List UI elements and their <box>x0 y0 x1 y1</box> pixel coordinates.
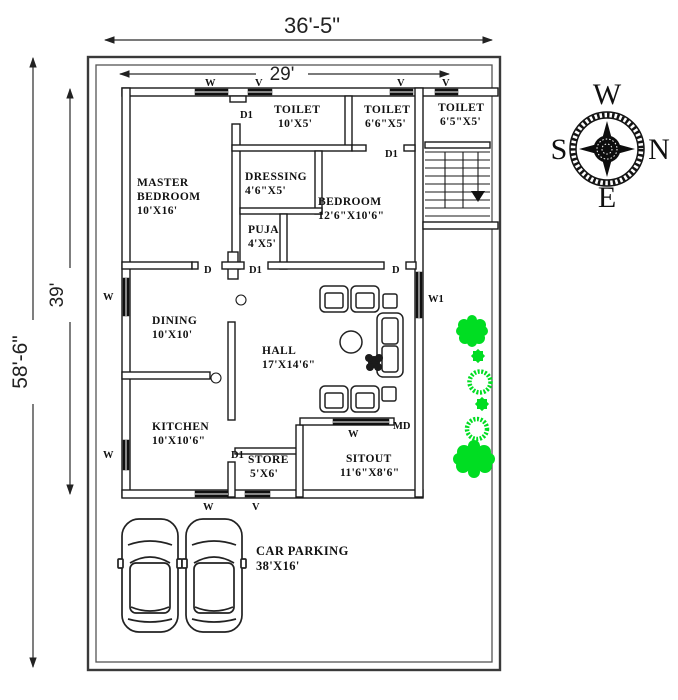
sitout-size: 11'6"X8'6" <box>340 467 400 479</box>
room-label-kitchen: KITCHEN 10'X10'6" <box>152 421 209 447</box>
store-size: 5'X6' <box>250 468 278 480</box>
room-label-store: STORE 5'X6' <box>248 454 289 480</box>
door1-label-bedroom: D1 <box>385 149 398 160</box>
ventilator-label-top: V <box>397 78 405 89</box>
house-height-dimension: 39' <box>47 283 68 308</box>
toilet3-size: 6'5"X5' <box>440 116 481 128</box>
window1-label: W1 <box>428 294 444 305</box>
window-label-bottom: W <box>203 502 214 513</box>
door1-label-store: D1 <box>231 450 244 461</box>
master-bedroom-size: 10'X16' <box>137 205 178 217</box>
window-label-top: W <box>205 78 216 89</box>
room-label-car-parking: CAR PARKING 38'X16' <box>256 544 349 573</box>
garden-plants <box>453 315 495 478</box>
door1-label-puja: D1 <box>249 265 262 276</box>
column-marker <box>235 294 247 306</box>
kitchen-size: 10'X10'6" <box>152 435 205 447</box>
column-marker <box>210 372 222 384</box>
house-width-dimension: 29' <box>270 64 295 85</box>
door-label-master: D <box>204 265 212 276</box>
dimension-lines: 36'-5" 29' 58'-6" 39' <box>9 13 494 669</box>
hall-furniture <box>319 285 404 413</box>
parked-cars <box>117 518 247 633</box>
opening-labels: W V V V D1 D1 D D1 D W1 W W MD W D1 W V <box>103 78 450 513</box>
dressing-name: DRESSING <box>245 171 307 183</box>
room-label-toilet2: TOILET 6'6"X5' <box>364 104 410 130</box>
staircase <box>425 151 490 217</box>
indoor-plant <box>365 354 383 371</box>
master-bedroom-name-2: BEDROOM <box>137 191 201 203</box>
room-label-master-bedroom: MASTER BEDROOM 10'X16' <box>137 177 201 217</box>
door1-label-toilet1: D1 <box>240 110 253 121</box>
side-table <box>381 386 397 402</box>
car <box>117 518 183 633</box>
plot-boundary <box>86 55 502 672</box>
dressing-size: 4'6"X5' <box>245 185 286 197</box>
car <box>181 518 247 633</box>
plot-height-dimension: 58'-6" <box>9 335 32 389</box>
compass-south-label: S <box>551 133 568 166</box>
armchair <box>350 285 380 313</box>
room-label-sitout: SITOUT 11'6"X8'6" <box>340 453 400 479</box>
compass-west-label: W <box>593 78 622 111</box>
sofa <box>376 312 404 378</box>
bedroom-size: 12'6"X10'6" <box>318 210 384 222</box>
window-label-left-lower: W <box>103 450 114 461</box>
plot-width-dimension: 36'-5" <box>284 13 340 38</box>
bush <box>456 315 488 347</box>
master-bedroom-name-1: MASTER <box>137 177 189 189</box>
room-label-toilet1: TOILET 10'X5' <box>274 104 320 130</box>
shrub-star <box>470 348 486 364</box>
side-table <box>382 293 398 309</box>
ventilator-label-top: V <box>255 78 263 89</box>
bush <box>453 440 495 478</box>
dining-size: 10'X10' <box>152 329 193 341</box>
ring-plant <box>464 416 490 442</box>
main-door-label: MD <box>393 421 411 432</box>
bedroom-name: BEDROOM <box>318 196 382 208</box>
toilet2-size: 6'6"X5' <box>365 118 406 130</box>
window-label-left-upper: W <box>103 292 114 303</box>
room-labels: MASTER BEDROOM 10'X16' TOILET 10'X5' TOI… <box>137 102 484 573</box>
ring-plant <box>467 369 493 395</box>
dining-name: DINING <box>152 315 197 327</box>
sitout-name: SITOUT <box>346 453 392 465</box>
compass-rose: W N S E <box>551 78 670 214</box>
kitchen-name: KITCHEN <box>152 421 209 433</box>
window-label-hall: W <box>348 429 359 440</box>
columns <box>210 294 247 384</box>
car-parking-name: CAR PARKING <box>256 544 349 558</box>
car-parking-size: 38'X16' <box>256 559 300 573</box>
armchair <box>350 385 380 413</box>
armchair <box>319 285 349 313</box>
armchair <box>319 385 349 413</box>
toilet1-name: TOILET <box>274 104 320 116</box>
windows <box>122 88 459 498</box>
toilet3-name: TOILET <box>438 102 484 114</box>
compass-north-label: N <box>648 133 670 166</box>
room-label-dining: DINING 10'X10' <box>152 315 197 341</box>
store-name: STORE <box>248 454 289 466</box>
door-label-bedroom: D <box>392 265 400 276</box>
hall-size: 17'X14'6" <box>262 359 315 371</box>
shrub-star <box>474 396 490 412</box>
ventilator-label-bottom: V <box>252 502 260 513</box>
room-label-puja: PUJA 4'X5' <box>248 224 279 250</box>
compass-east-label: E <box>598 181 616 214</box>
toilet1-size: 10'X5' <box>278 118 312 130</box>
puja-name: PUJA <box>248 224 279 236</box>
ventilator-label-top: V <box>442 78 450 89</box>
room-label-bedroom: BEDROOM 12'6"X10'6" <box>318 196 384 222</box>
puja-size: 4'X5' <box>248 238 276 250</box>
toilet2-name: TOILET <box>364 104 410 116</box>
stair-direction-arrow <box>471 191 485 202</box>
room-label-toilet3: TOILET 6'5"X5' <box>438 102 484 128</box>
round-table <box>339 330 363 354</box>
room-label-dressing: DRESSING 4'6"X5' <box>245 171 307 197</box>
room-label-hall: HALL 17'X14'6" <box>262 345 315 371</box>
hall-name: HALL <box>262 345 296 357</box>
